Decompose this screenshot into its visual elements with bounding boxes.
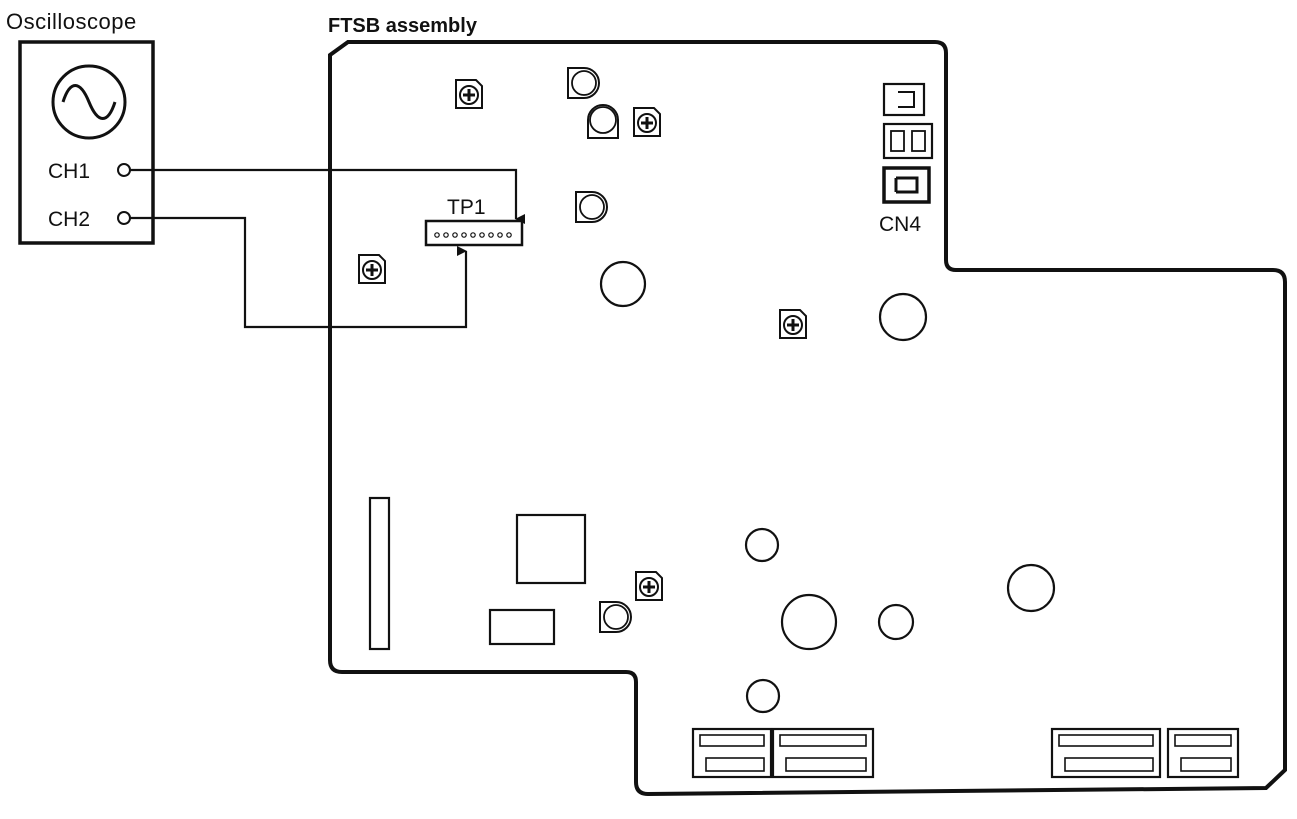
screw-head-icon (634, 570, 664, 602)
edge-connector (1166, 727, 1240, 779)
capacitor (567, 67, 600, 99)
edge-connector (1050, 727, 1162, 779)
oscilloscope-label: Oscilloscope (6, 9, 137, 34)
ch2-probe-wire (130, 216, 468, 329)
screw-head-icon (778, 308, 808, 340)
round-component (599, 260, 647, 308)
ftsb-board-outline (328, 40, 1287, 797)
tp1-label: TP1 (447, 196, 486, 219)
screw-head-icon (454, 78, 484, 110)
ch1-terminal[interactable] (117, 163, 131, 177)
capacitor (575, 191, 608, 223)
oscilloscope-body (18, 40, 155, 245)
round-component (780, 593, 838, 651)
oscilloscope: Oscilloscope CH1 CH2 (6, 9, 155, 245)
round-component (745, 678, 781, 714)
edge-connector (771, 727, 875, 779)
ch1-label: CH1 (48, 160, 90, 183)
ch1-probe-wire (130, 168, 525, 224)
round-component (1006, 563, 1056, 613)
ic-chip (515, 513, 587, 585)
small-module (488, 608, 556, 646)
ch2-label: CH2 (48, 208, 90, 231)
sine-wave-icon (51, 64, 127, 140)
cn4-label: CN4 (879, 213, 921, 236)
round-component (877, 603, 915, 641)
assembly-label: FTSB assembly (328, 15, 478, 37)
edge-connector (691, 727, 773, 779)
cn4-connector[interactable]: CN4 (879, 166, 931, 236)
tp1-pins (434, 232, 512, 238)
capacitor (587, 104, 619, 139)
vertical-connector-strip (368, 496, 391, 651)
small-connector (882, 82, 926, 117)
round-component (744, 527, 780, 563)
tp1-connector[interactable]: TP1 (424, 196, 524, 247)
round-component (878, 292, 928, 342)
ch2-terminal[interactable] (117, 211, 131, 225)
screw-head-icon (357, 253, 387, 285)
capacitor (599, 601, 632, 633)
small-connector (882, 122, 934, 160)
screw-head-icon (632, 106, 662, 138)
